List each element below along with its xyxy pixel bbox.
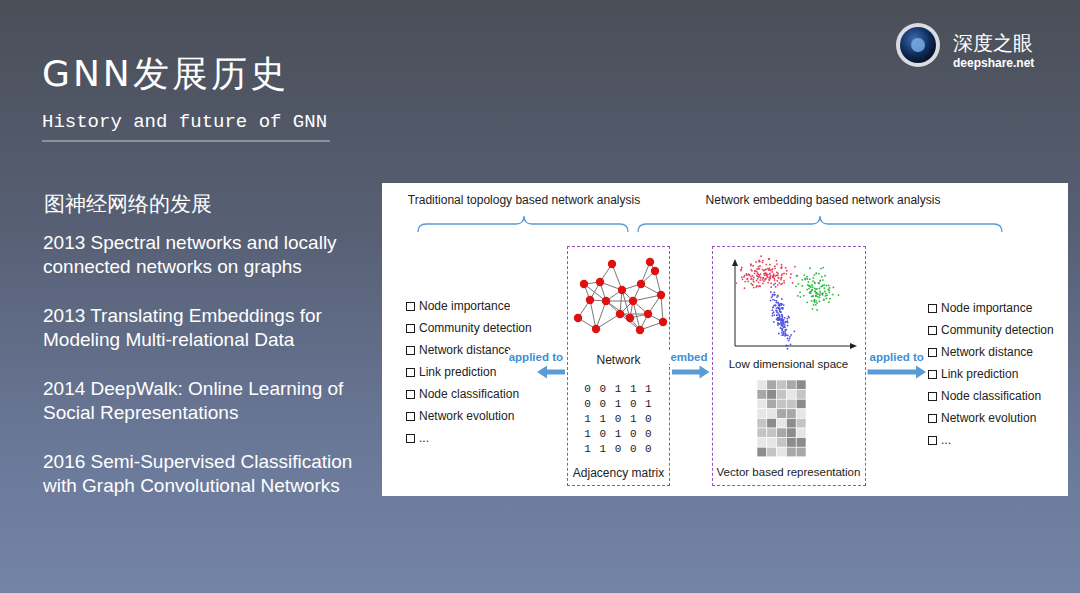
bracket-label: Network embedding based network analysis <box>706 193 941 207</box>
logo-pupil <box>911 38 925 52</box>
box-caption: Vector based representation <box>713 466 865 478</box>
embedding-box: Low dimensional spaceVector based repres… <box>712 246 866 486</box>
bracket <box>418 216 628 232</box>
logo-url: deepshare.net <box>953 56 1034 70</box>
section-heading: 图神经网络的发展 <box>44 190 212 218</box>
subtitle: History and future of GNN <box>42 111 327 133</box>
matrix-row: 1 1 0 1 0 <box>584 413 651 425</box>
matrix-row: 0 0 1 1 1 <box>584 383 651 395</box>
task-item: ... <box>406 427 535 449</box>
vector-grid <box>757 380 806 457</box>
bracket <box>638 216 1002 232</box>
task-item: Network distance <box>928 341 1057 363</box>
arrow-label: applied to <box>508 350 564 364</box>
task-list: Node importanceCommunity detectionNetwor… <box>406 295 535 449</box>
figure-panel <box>382 183 1068 496</box>
task-item: Community detection <box>406 317 535 339</box>
box-caption: Adjacency matrix <box>568 466 669 480</box>
milestone: 2016 Semi-Supervised Classification with… <box>43 450 373 498</box>
scatter-plot <box>732 255 857 349</box>
task-item: Node classification <box>406 383 535 405</box>
bracket-label: Traditional topology based network analy… <box>408 193 640 207</box>
task-item: Node importance <box>928 297 1057 319</box>
task-item: Node classification <box>928 385 1057 407</box>
logo-name: 深度之眼 <box>953 30 1033 57</box>
flow-arrow <box>537 366 565 379</box>
subtitle-rule <box>42 140 330 141</box>
task-item: Network evolution <box>928 407 1057 429</box>
task-item: Node importance <box>406 295 535 317</box>
matrix-row: 1 0 1 0 0 <box>584 428 651 440</box>
task-item: Network evolution <box>406 405 535 427</box>
task-item: Link prediction <box>406 361 535 383</box>
slide-title: GNN发展历史 <box>42 50 289 99</box>
task-item: Link prediction <box>928 363 1057 385</box>
box-caption: Low dimensional space <box>713 358 865 370</box>
milestone: 2013 Translating Embeddings for Modeling… <box>43 304 373 352</box>
milestone: 2014 DeepWalk: Online Learning of Social… <box>43 377 373 425</box>
arrow-label: applied to <box>869 350 925 364</box>
arrow-label: embed <box>669 350 708 364</box>
network-box: NetworkAdjacency matrix <box>567 246 670 486</box>
logo-ring <box>896 23 940 67</box>
logo-eye <box>900 27 936 63</box>
matrix-row: 1 1 0 0 0 <box>584 443 651 455</box>
milestone: 2013 Spectral networks and locally conne… <box>43 231 373 279</box>
flow-arrow <box>672 366 710 379</box>
task-item: ... <box>928 429 1057 451</box>
task-item: Community detection <box>928 319 1057 341</box>
matrix-row: 0 0 1 0 1 <box>584 398 651 410</box>
network-graph <box>574 258 667 334</box>
flow-arrow <box>868 366 927 379</box>
task-list: Node importanceCommunity detectionNetwor… <box>928 297 1057 451</box>
box-caption: Network <box>568 353 669 367</box>
